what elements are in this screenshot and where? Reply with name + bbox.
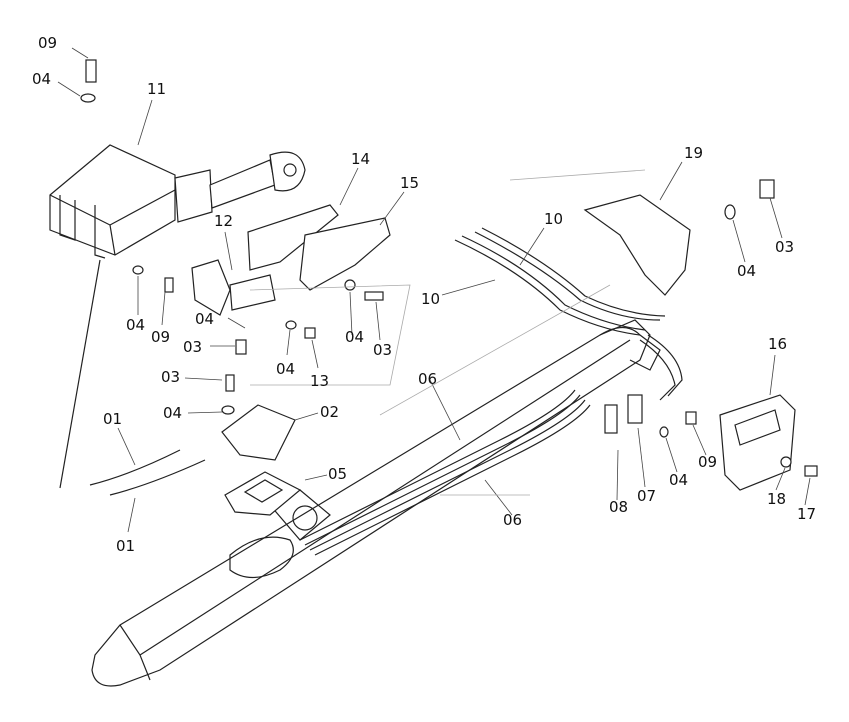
reference-outlines — [249, 169, 646, 496]
label-13: 13 — [310, 372, 330, 390]
brackets — [191, 204, 391, 316]
small-parts — [80, 59, 818, 477]
label-15: 15 — [400, 174, 420, 192]
label-03: 03 — [161, 368, 181, 386]
label-03: 03 — [775, 238, 795, 256]
guard-19 — [583, 194, 691, 296]
label-02: 02 — [320, 403, 340, 421]
label-18: 18 — [767, 490, 787, 508]
label-04: 04 — [195, 310, 215, 328]
label-11: 11 — [147, 80, 167, 98]
label-09: 09 — [38, 34, 58, 52]
label-10: 10 — [421, 290, 441, 308]
label-03: 03 — [183, 338, 203, 356]
cover-16 — [719, 394, 796, 491]
label-04: 04 — [276, 360, 296, 378]
label-08: 08 — [609, 498, 629, 516]
leader-lines — [57, 47, 811, 533]
label-07: 07 — [637, 487, 657, 505]
label-19: 19 — [684, 144, 704, 162]
label-04: 04 — [126, 316, 146, 334]
label-04: 04 — [32, 70, 52, 88]
label-09: 09 — [698, 453, 718, 471]
label-04: 04 — [345, 328, 365, 346]
label-04: 04 — [163, 404, 183, 422]
label-06: 06 — [503, 511, 523, 529]
label-04: 04 — [737, 262, 757, 280]
label-03: 03 — [373, 341, 393, 359]
label-17: 17 — [797, 505, 817, 523]
label-10: 10 — [544, 210, 564, 228]
hoses-01 — [59, 259, 206, 496]
hoses-06 — [299, 389, 591, 556]
label-05: 05 — [328, 465, 348, 483]
label-06: 06 — [418, 370, 438, 388]
label-01: 01 — [103, 410, 123, 428]
label-01: 01 — [116, 537, 136, 555]
label-16: 16 — [768, 335, 788, 353]
label-14: 14 — [351, 150, 371, 168]
hoses-10 — [454, 227, 683, 401]
label-12: 12 — [214, 212, 234, 230]
label-04: 04 — [669, 471, 689, 489]
label-09: 09 — [151, 328, 171, 346]
cylinder-assembly — [49, 144, 306, 259]
plates — [221, 404, 302, 516]
